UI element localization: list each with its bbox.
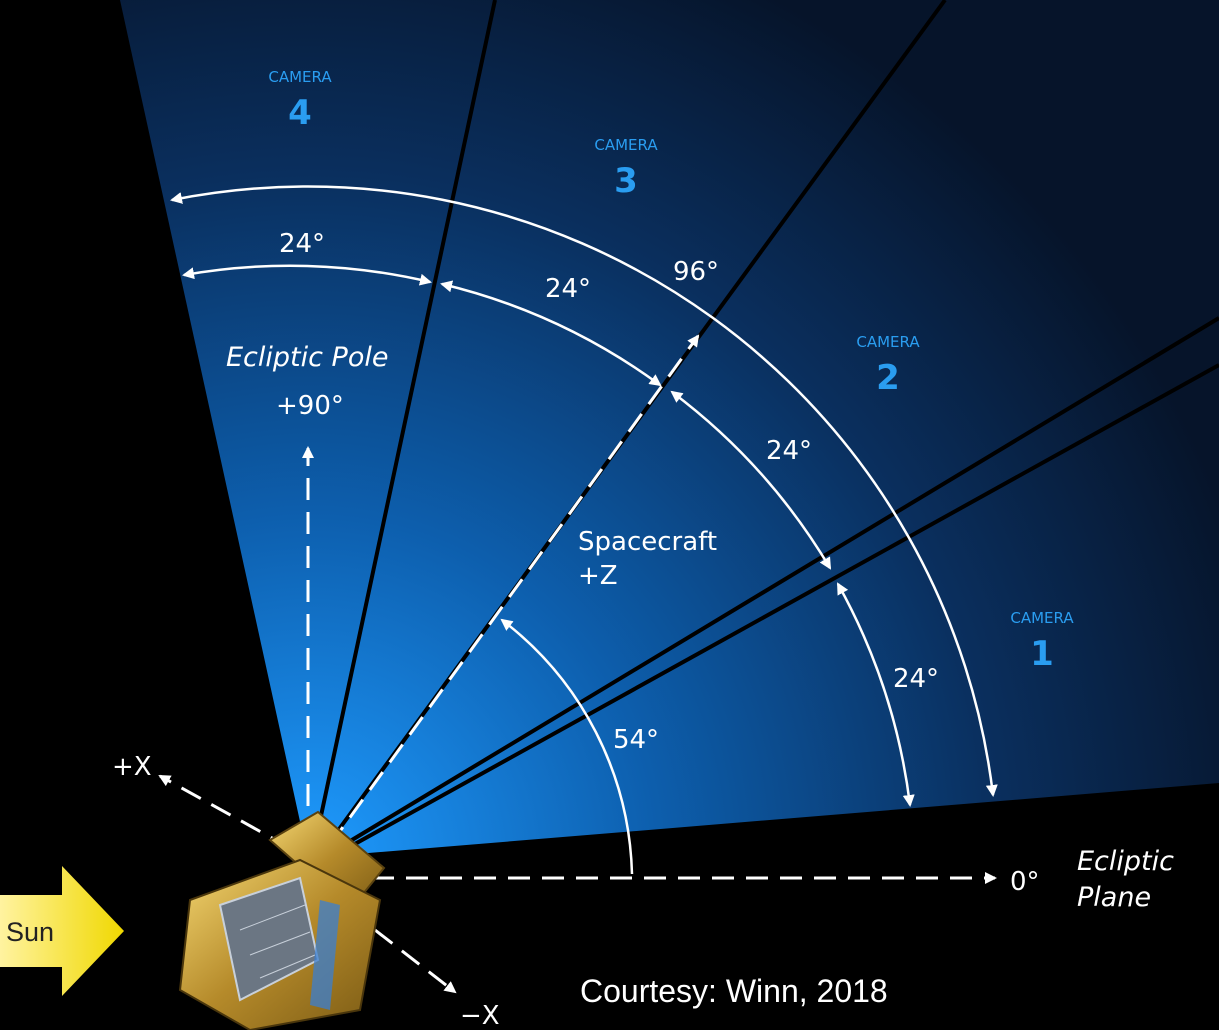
camera-2-label: CAMERA [856,333,920,351]
angle-label-camera3: 24° [545,274,591,304]
camera-3-number: 3 [614,161,638,201]
arc-camera2 [670,390,832,570]
ecliptic-plane-label-2: Plane [1077,882,1151,913]
angle-label-camera1: 24° [893,664,939,694]
angle-labels: 24° 24° 96° 24° 24° 54° [279,229,939,755]
camera-4-label: CAMERA [268,68,332,86]
spacecraft-axis-label-1: Spacecraft [578,527,717,557]
sun-arrow: Sun [0,866,124,996]
arc-54-elevation [500,618,634,875]
ecliptic-pole-label: Ecliptic Pole [226,342,388,373]
solar-panel-grid-3 [259,954,316,979]
arc-camera4 [182,264,432,286]
sun-arrow-shape [0,866,124,996]
solar-panel-grid-2 [249,931,311,956]
solar-panel-grid-1 [239,904,306,931]
zero-angle-label: 0° [1010,867,1040,897]
minus-x-axis [374,928,457,994]
axis-labels: Ecliptic Pole +90° Spacecraft +Z 0° Ecli… [112,342,1174,1030]
angle-arcs [170,185,998,875]
camera-3-label: CAMERA [594,136,658,154]
camera-1-label: CAMERA [1010,609,1074,627]
plus-x-label: +X [112,752,152,782]
angle-label-camera2: 24° [766,436,812,466]
spacecraft-axis-label-2: +Z [578,561,618,591]
pole-angle-label: +90° [276,391,344,421]
arc-camera3 [440,280,662,387]
angle-label-camera4: 24° [279,229,325,259]
image-credit: Courtesy: Winn, 2018 [580,973,888,1009]
camera-2-number: 2 [876,358,900,398]
spacecraft-illustration [178,810,386,1030]
field-of-view-fan [120,0,1219,858]
arc-camera1 [836,582,915,807]
spacecraft-antenna-panel [310,900,340,1010]
ecliptic-plane-label-1: Ecliptic [1077,846,1174,877]
minus-x-label: −X [460,1001,500,1030]
angle-label-elevation: 54° [613,725,659,755]
camera-1-number: 1 [1030,634,1054,674]
camera-labels: CAMERA 4 CAMERA 3 CAMERA 2 CAMERA 1 [268,68,1074,674]
sun-label: Sun [6,917,54,947]
camera-4-number: 4 [288,93,312,133]
angle-label-total: 96° [673,257,719,287]
arc-96-total [170,185,998,797]
